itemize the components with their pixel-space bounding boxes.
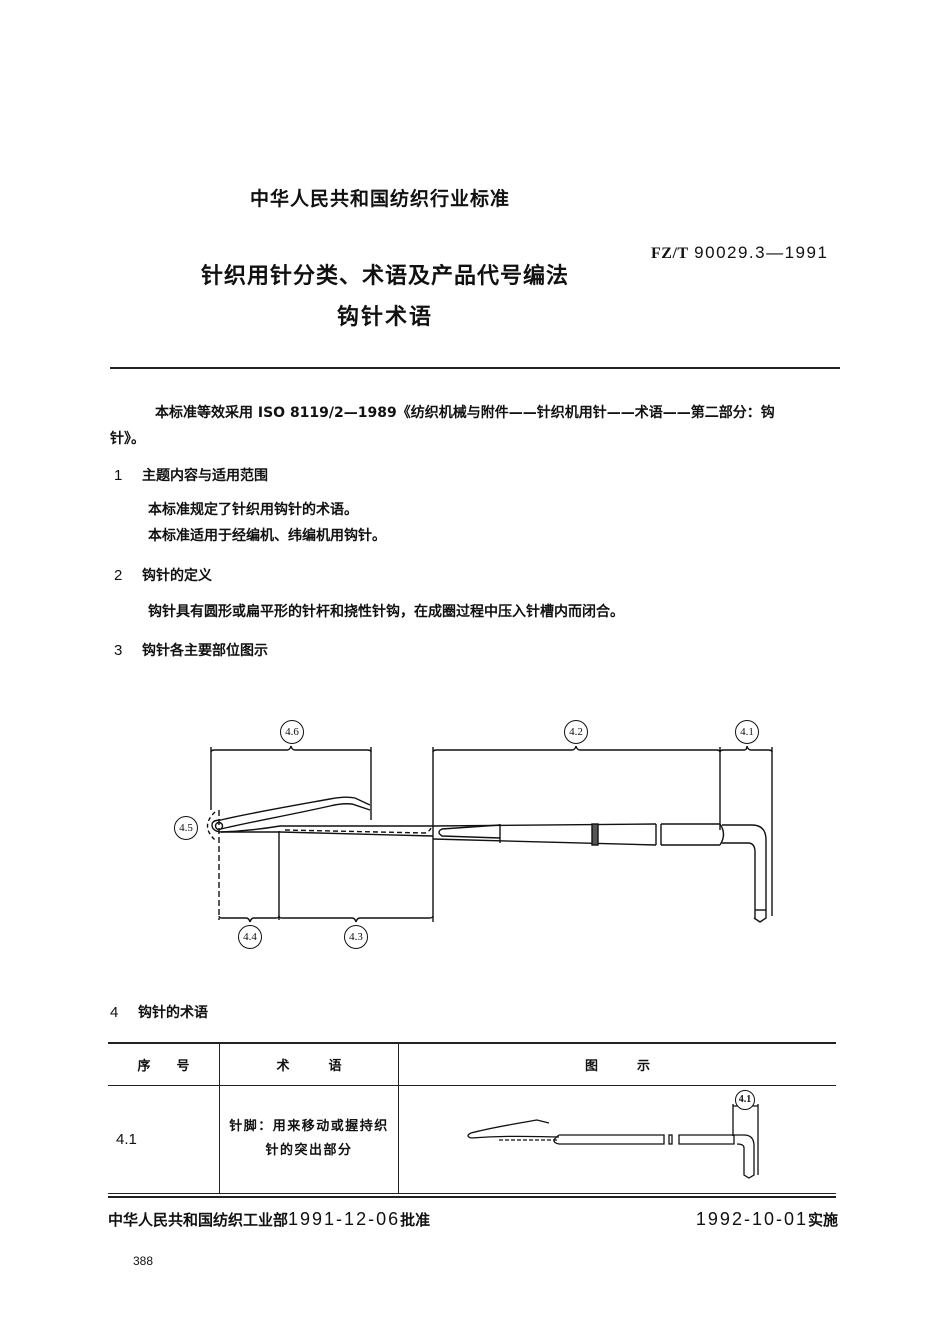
term-line-1: 针脚：用来移动或握持织 xyxy=(229,1119,389,1134)
header-rule xyxy=(110,367,840,369)
header-figure: 图 示 xyxy=(398,1042,836,1086)
section-title: 钩针的定义 xyxy=(142,568,212,584)
main-title: 针织用针分类、术语及产品代号编法 xyxy=(200,264,569,289)
label-4-3: 4.3 xyxy=(344,925,368,949)
section-3-heading: 3 钩针各主要部位图示 xyxy=(114,640,268,660)
effective-info: 1992-10-01实施 xyxy=(696,1209,838,1230)
effective-suffix: 实施 xyxy=(807,1211,838,1229)
terms-table: 序 号 术 语 图 示 4.1 针脚：用来移动或握持织 针的突出部分 xyxy=(108,1042,836,1194)
approval-date: 1991-12-06 xyxy=(288,1209,401,1229)
standard-number: FZ/T 90029.3—1991 xyxy=(651,243,828,263)
section-number: 4 xyxy=(110,1004,119,1021)
section-number: 1 xyxy=(114,467,123,484)
standard-code: 90029.3—1991 xyxy=(694,243,829,262)
section-title: 钩针各主要部位图示 xyxy=(142,643,268,659)
intro-line-2: 针》。 xyxy=(110,431,145,447)
approval-org: 中华人民共和国纺织工业部 xyxy=(108,1211,289,1229)
section-1-heading: 1 主题内容与适用范围 xyxy=(114,465,268,485)
page-number: 388 xyxy=(133,1254,154,1268)
header-number: 序 号 xyxy=(108,1042,220,1086)
label-4-2: 4.2 xyxy=(564,720,588,744)
table-header-row: 序 号 术 语 图 示 xyxy=(108,1042,836,1086)
section-2-heading: 2 钩针的定义 xyxy=(114,565,212,585)
needle-diagram: 4.6 4.2 4.1 4.5 4.4 4.3 xyxy=(174,720,773,949)
figure-label-4-1: 4.1 xyxy=(735,1089,755,1110)
row-number-value: 4.1 xyxy=(116,1130,137,1148)
section-number: 3 xyxy=(114,642,123,659)
row-term: 针脚：用来移动或握持织 针的突出部分 xyxy=(219,1084,399,1194)
sub-title: 钩针术语 xyxy=(336,305,433,330)
section-1-para-1: 本标准规定了针织用钩针的术语。 xyxy=(148,502,358,518)
label-4-1: 4.1 xyxy=(735,720,759,744)
header-term: 术 语 xyxy=(219,1042,399,1086)
section-2-para-1: 钩针具有圆形或扁平形的针杆和挠性针钩，在成圈过程中压入针槽内而闭合。 xyxy=(148,604,624,620)
section-title: 钩针的术语 xyxy=(138,1005,208,1021)
row-figure: 4.1 xyxy=(398,1084,836,1194)
label-4-6: 4.6 xyxy=(280,720,304,744)
approval-suffix: 批准 xyxy=(400,1211,431,1229)
term-line-2: 针的突出部分 xyxy=(265,1143,353,1158)
row-number: 4.1 xyxy=(108,1084,220,1194)
footer-rule xyxy=(108,1196,836,1198)
section-title: 主题内容与适用范围 xyxy=(142,468,268,484)
needle-drawing xyxy=(206,745,773,923)
section-1-para-2: 本标准适用于经编机、纬编机用钩针。 xyxy=(148,528,386,544)
intro-line-1: 本标准等效采用 ISO 8119/2—1989《纺织机械与附件——针织机用针——… xyxy=(155,405,775,421)
label-4-5: 4.5 xyxy=(174,816,198,840)
needle-thumbnail xyxy=(467,1103,759,1179)
section-4-heading: 4 钩针的术语 xyxy=(110,1002,208,1022)
table-row: 4.1 针脚：用来移动或握持织 针的突出部分 xyxy=(108,1084,836,1194)
org-title: 中华人民共和国纺织行业标准 xyxy=(249,188,510,210)
approval-info: 中华人民共和国纺织工业部1991-12-06批准 xyxy=(108,1209,430,1230)
standard-prefix: FZ/T xyxy=(651,245,689,262)
section-number: 2 xyxy=(114,567,123,584)
label-4-4: 4.4 xyxy=(238,925,262,949)
effective-date: 1992-10-01 xyxy=(695,1209,808,1229)
